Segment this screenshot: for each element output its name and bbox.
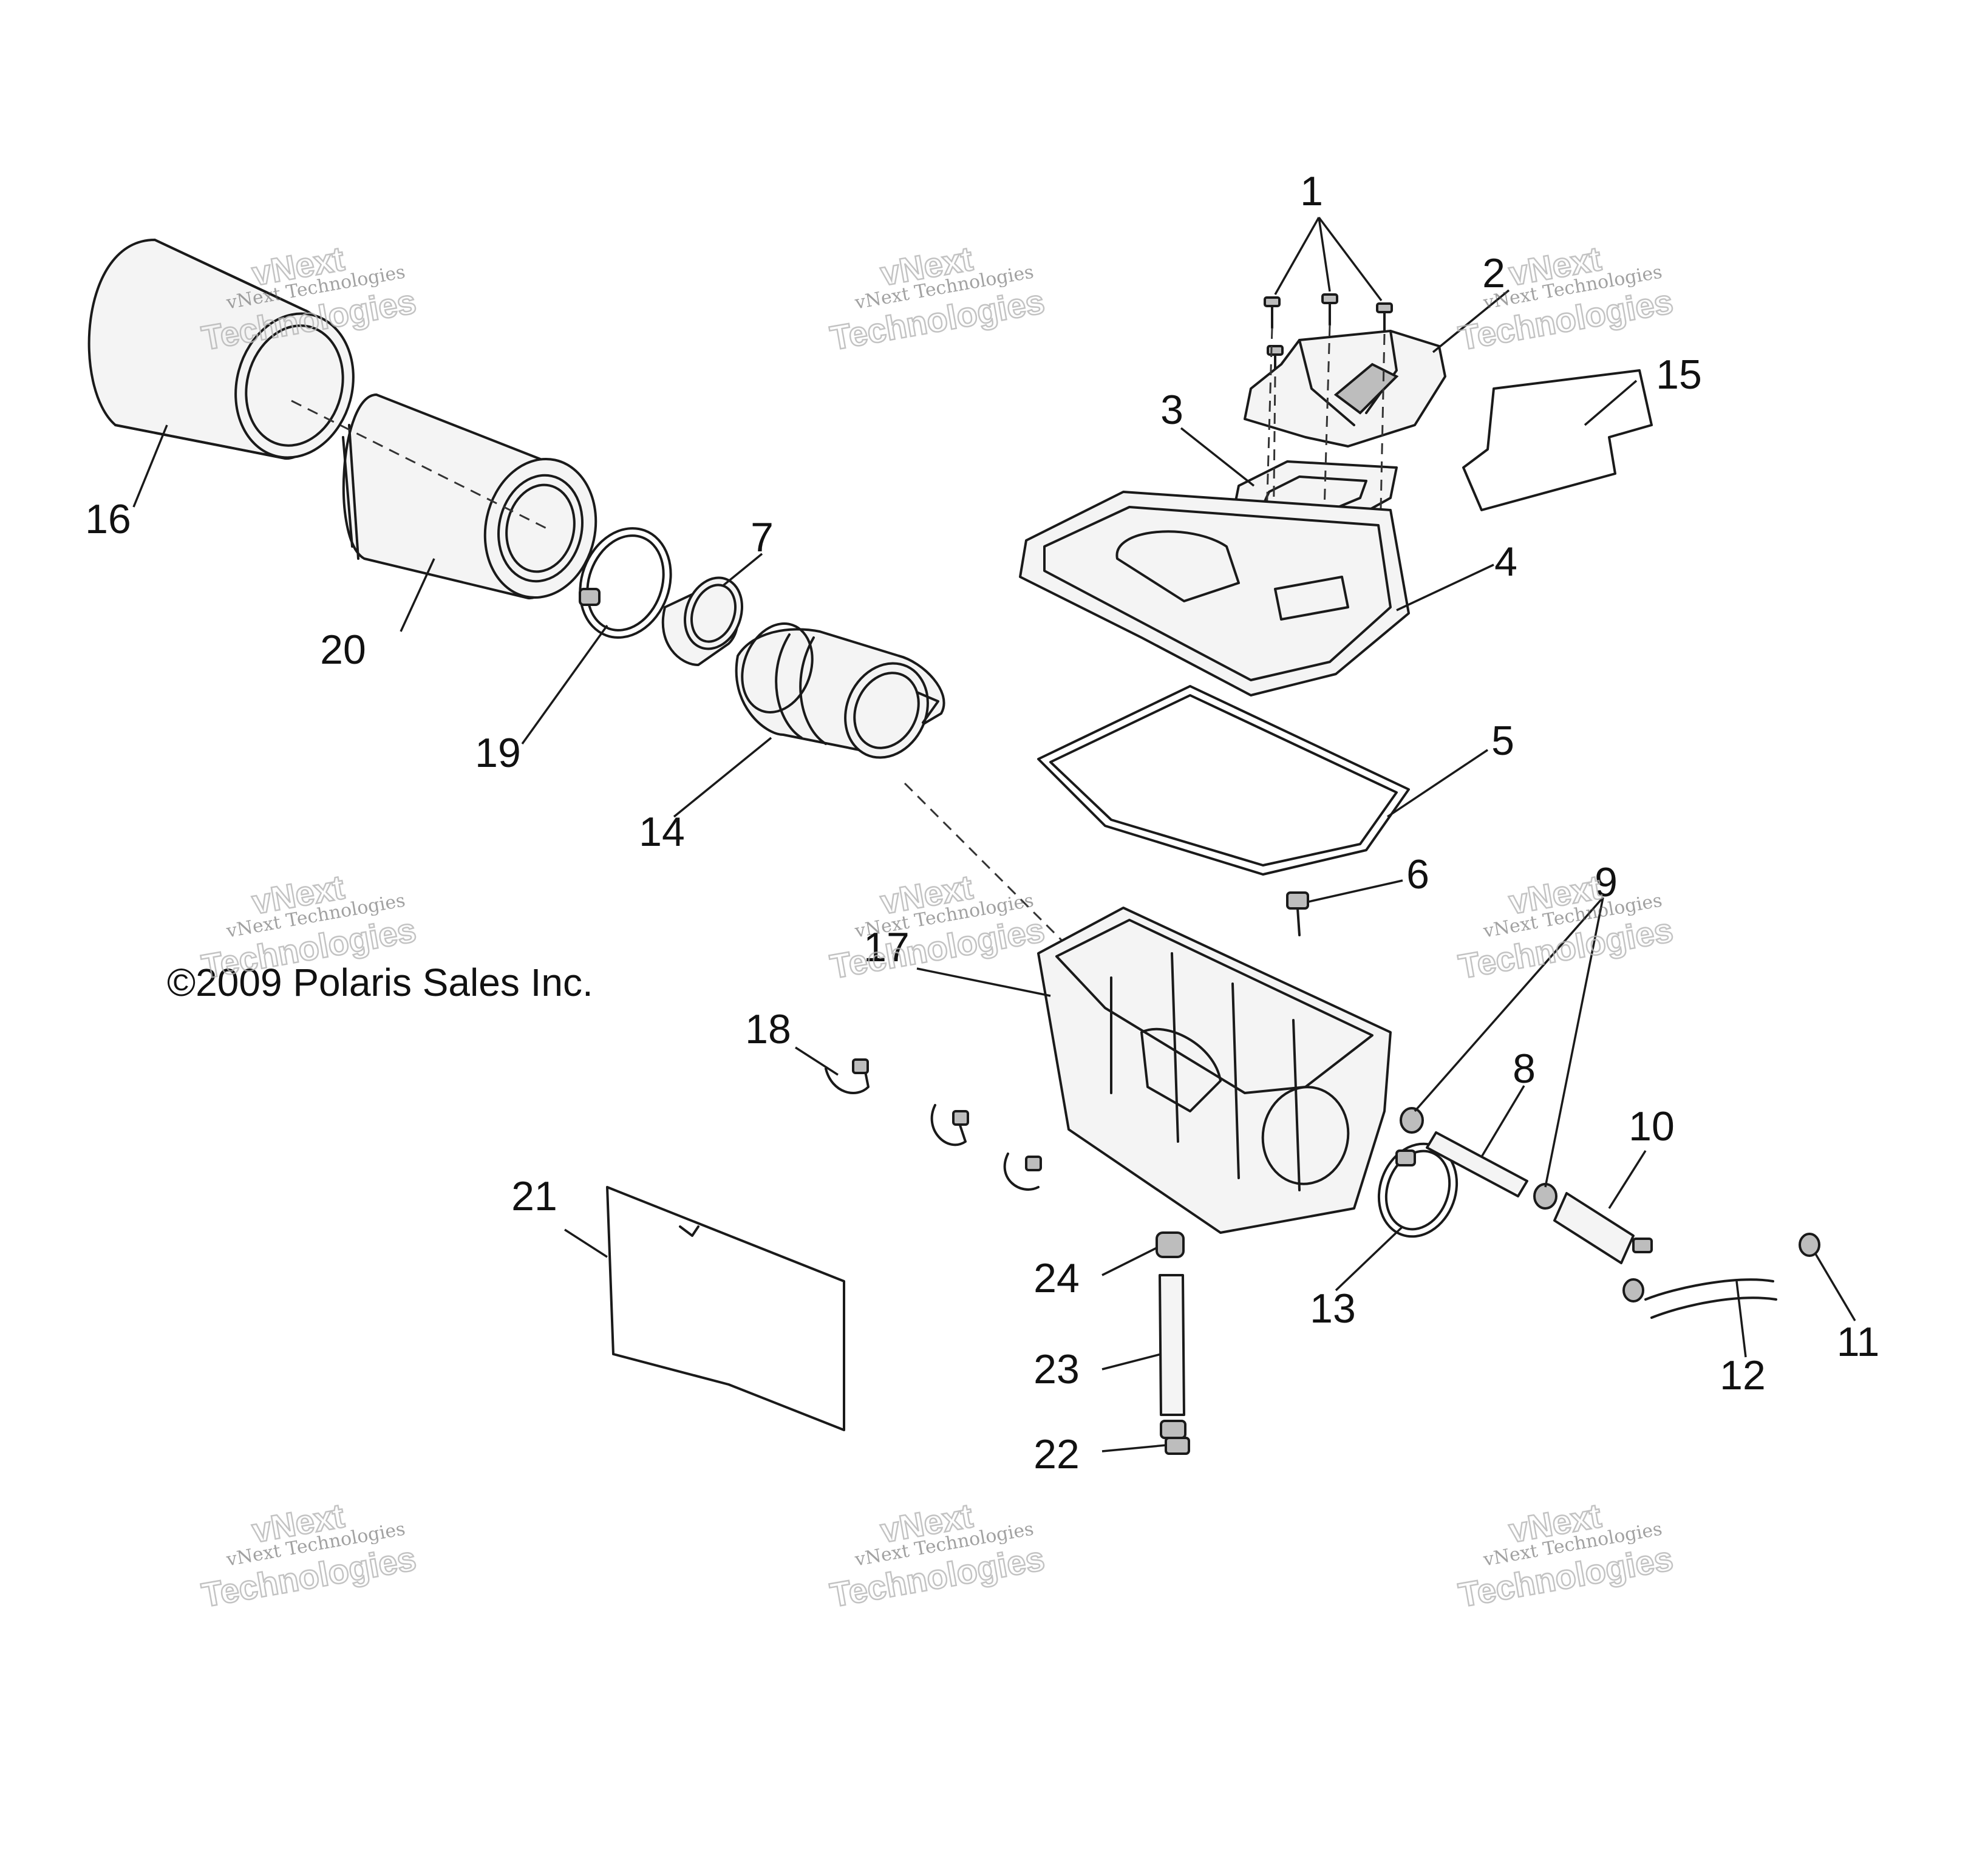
callout-6: 6: [1406, 851, 1429, 897]
callout-13: 13: [1310, 1285, 1356, 1332]
callout-3: 3: [1160, 387, 1183, 433]
callout-11: 11: [1837, 1319, 1880, 1365]
callout-22: 22: [1033, 1431, 1080, 1477]
part-8-tube[interactable]: [1426, 1131, 1528, 1197]
callout-12: 12: [1720, 1352, 1766, 1398]
part-22-drain-valve[interactable]: [1160, 1420, 1190, 1455]
callout-21: 21: [511, 1173, 557, 1219]
callout-1: 1: [1300, 168, 1323, 214]
part-14-intake-boot[interactable]: [730, 614, 945, 771]
part-15-decal[interactable]: [1462, 369, 1653, 511]
callout-10: 10: [1629, 1103, 1675, 1149]
callout-18: 18: [745, 1006, 791, 1052]
part-16-prefilter-sleeve[interactable]: [87, 239, 369, 471]
watermark-bottom-right: vNext vNext Technologies Technologies: [1455, 1496, 1677, 1615]
callout-20: 20: [320, 627, 366, 673]
callout-24: 24: [1033, 1255, 1080, 1301]
watermark-top-center: vNext vNext Technologies Technologies: [826, 239, 1048, 358]
part-2-snorkel-cover[interactable]: [1244, 330, 1446, 448]
part-10-inline-filter[interactable]: [1553, 1192, 1653, 1264]
part-11-cap[interactable]: [1799, 1233, 1820, 1257]
callout-5: 5: [1491, 718, 1514, 764]
part-17-airbox-base[interactable]: [1037, 907, 1392, 1234]
part-24-drain-cap[interactable]: [1156, 1231, 1185, 1258]
callout-2: 2: [1482, 250, 1505, 296]
part-4-airbox-lid[interactable]: [1019, 491, 1410, 696]
part-19-hose-clamp[interactable]: [565, 516, 686, 650]
part-23-drain-tube[interactable]: [1159, 1274, 1185, 1416]
part-21-panel[interactable]: [606, 1186, 845, 1431]
part-7-coupler[interactable]: [661, 570, 752, 666]
callout-14: 14: [639, 809, 685, 855]
part-20-air-filter[interactable]: [342, 393, 608, 608]
callout-17: 17: [863, 924, 910, 970]
part-6-bolt[interactable]: [1286, 891, 1309, 936]
watermark-bottom-left: vNext vNext Technologies Technologies: [198, 1496, 420, 1615]
callout-7: 7: [751, 514, 774, 560]
copyright-notice: ©2009 Polaris Sales Inc.: [167, 961, 593, 1004]
callout-labels: 1 2 3 4 5 6 7 8 9 10 11 12 13 14 15 16 1…: [85, 168, 1879, 1477]
leader-lines: [132, 216, 1856, 1452]
part-12-hose[interactable]: [1622, 1278, 1777, 1319]
callout-8: 8: [1513, 1046, 1536, 1092]
watermark-bottom-center: vNext vNext Technologies Technologies: [826, 1496, 1048, 1615]
callout-9: 9: [1595, 859, 1618, 905]
callout-19: 19: [475, 730, 521, 776]
callout-15: 15: [1656, 352, 1702, 398]
callout-16: 16: [85, 496, 131, 542]
watermark-middle-center: vNext vNext Technologies Technologies: [826, 867, 1048, 987]
part-5-seal[interactable]: [1037, 685, 1410, 876]
part-1-screws[interactable]: [1264, 293, 1393, 378]
watermark-top-right: vNext vNext Technologies Technologies: [1455, 239, 1677, 358]
callout-23: 23: [1033, 1346, 1080, 1392]
watermark-middle-right: vNext vNext Technologies Technologies: [1455, 867, 1677, 987]
callout-4: 4: [1494, 539, 1517, 585]
part-18-clips[interactable]: [825, 1058, 1042, 1191]
watermark-middle-left: vNext vNext Technologies Technologies: [198, 867, 420, 987]
